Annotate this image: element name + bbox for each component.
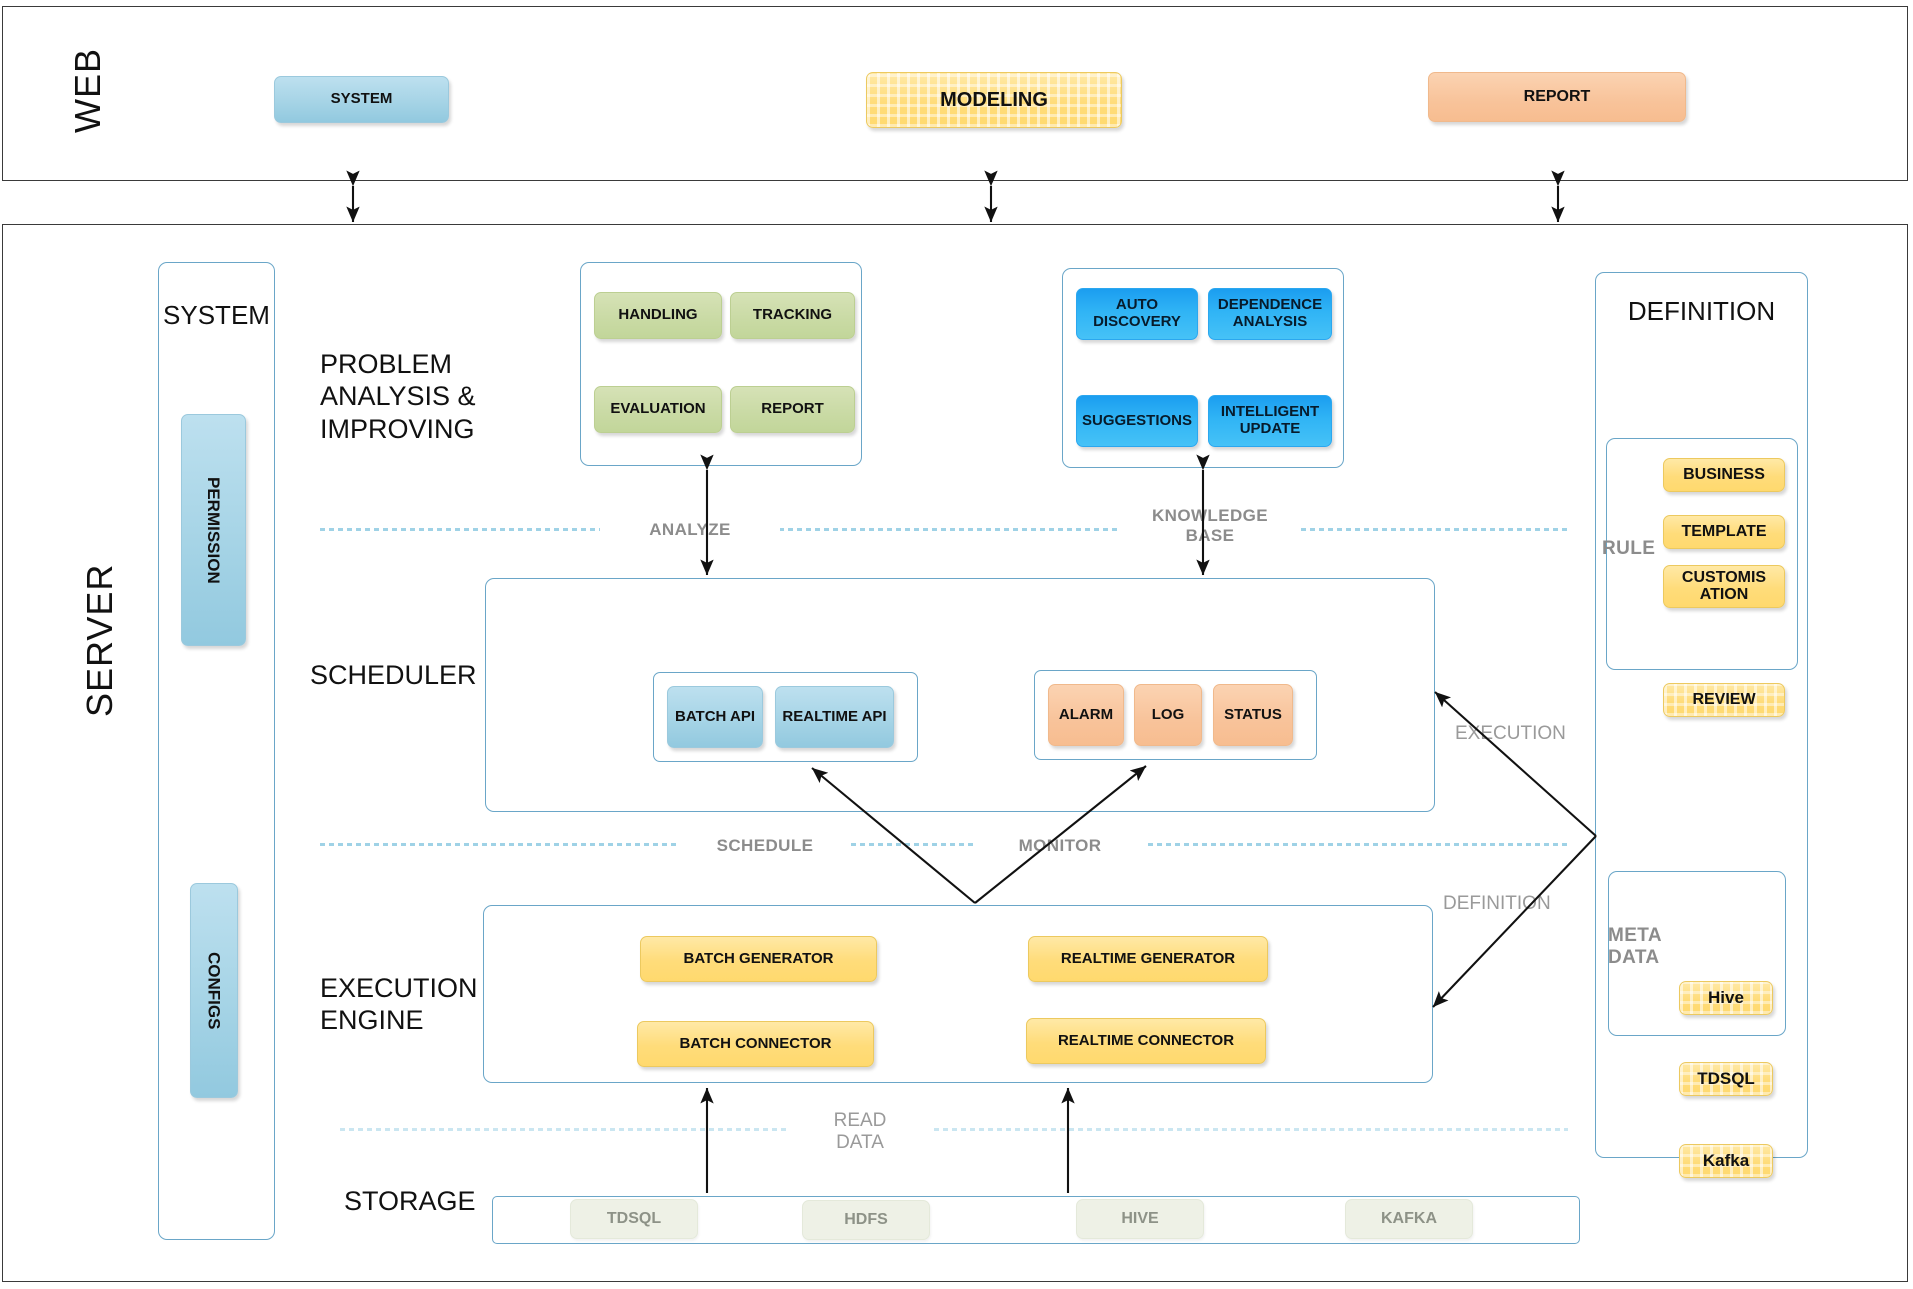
separator-schedule-monitor: [320, 843, 1568, 846]
engine-item-realtime-connector-label: REALTIME CONNECTOR: [1057, 1031, 1235, 1049]
scheduler-item-alarm[interactable]: ALARM: [1048, 684, 1124, 746]
scheduler-item-log-label: LOG: [1151, 705, 1185, 723]
engine-item-batch-connector[interactable]: BATCH CONNECTOR: [637, 1021, 874, 1067]
meta-item-hive[interactable]: Hive: [1679, 981, 1773, 1015]
knowledge-item-auto-discovery-label: AUTO DISCOVERY: [1093, 296, 1181, 330]
web-item-system[interactable]: SYSTEM: [274, 76, 449, 123]
knowledge-item-auto-discovery[interactable]: AUTO DISCOVERY: [1076, 288, 1198, 340]
engine-item-realtime-generator-label: REALTIME GENERATOR: [1060, 949, 1236, 967]
flow-label-schedule: SCHEDULE: [680, 836, 850, 856]
storage-item-kafka-label: KAFKA: [1381, 1210, 1437, 1228]
storage-item-kafka[interactable]: KAFKA: [1345, 1199, 1473, 1239]
rule-item-review[interactable]: REVIEW: [1663, 683, 1785, 717]
knowledge-item-suggestions-label: SUGGESTIONS: [1081, 411, 1193, 429]
scheduler-item-realtime-api[interactable]: REALTIME API: [775, 686, 894, 748]
scheduler-item-status[interactable]: STATUS: [1213, 684, 1293, 746]
section-label-problem-analysis: PROBLEM ANALYSIS & IMPROVING: [320, 349, 476, 444]
problem-item-handling-label: HANDLING: [618, 306, 698, 324]
engine-item-batch-generator-label: BATCH GENERATOR: [683, 949, 834, 967]
storage-item-hdfs-label: HDFS: [844, 1211, 888, 1229]
problem-item-report-label: REPORT: [761, 400, 824, 418]
storage-item-tdsql-label: TDSQL: [606, 1210, 662, 1228]
definition-panel-title: DEFINITION: [1627, 296, 1776, 326]
scheduler-item-log[interactable]: LOG: [1134, 684, 1202, 746]
web-item-report[interactable]: REPORT: [1428, 72, 1686, 122]
problem-item-evaluation[interactable]: EVALUATION: [594, 386, 722, 433]
problem-item-tracking-label: TRACKING: [752, 306, 833, 324]
system-item-configs-label: CONFIGS: [204, 951, 224, 1030]
rule-group-label: RULE: [1602, 538, 1656, 559]
flow-label-analyze: ANALYZE: [600, 520, 780, 540]
web-layer-label: WEB: [67, 48, 108, 134]
engine-item-realtime-connector[interactable]: REALTIME CONNECTOR: [1026, 1018, 1266, 1064]
system-item-permission[interactable]: PERMISSION: [181, 414, 246, 646]
storage-item-tdsql[interactable]: TDSQL: [570, 1199, 698, 1239]
scheduler-item-alarm-label: ALARM: [1058, 705, 1114, 723]
meta-item-kafka-label: Kafka: [1702, 1151, 1750, 1171]
scheduler-item-realtime-api-label: REALTIME API: [782, 707, 887, 725]
rule-item-business-label: BUSINESS: [1683, 466, 1765, 484]
separator-analyze: [320, 528, 1568, 531]
engine-item-batch-generator[interactable]: BATCH GENERATOR: [640, 936, 877, 982]
flow-label-read-data: READ DATA: [790, 1110, 930, 1154]
flow-label-definition: DEFINITION: [1443, 893, 1551, 914]
engine-item-batch-connector-label: BATCH CONNECTOR: [679, 1034, 832, 1052]
knowledge-item-dependence-analysis-label: DEPENDENCE ANALYSIS: [1217, 296, 1323, 330]
rule-item-customisation[interactable]: CUSTOMIS ATION: [1663, 565, 1785, 608]
execution-engine-panel: [483, 905, 1433, 1083]
section-label-scheduler: SCHEDULER: [310, 660, 477, 690]
meta-item-kafka[interactable]: Kafka: [1679, 1144, 1773, 1178]
knowledge-item-intelligent-update-label: INTELLIGENT UPDATE: [1220, 403, 1320, 437]
section-label-execution-engine: EXECUTION ENGINE: [320, 973, 478, 1036]
web-item-report-label: REPORT: [1523, 88, 1591, 106]
problem-item-handling[interactable]: HANDLING: [594, 292, 722, 339]
web-item-modeling[interactable]: MODELING: [866, 72, 1122, 128]
rule-item-business[interactable]: BUSINESS: [1663, 458, 1785, 492]
separator-read-data: [340, 1128, 1568, 1131]
flow-label-monitor: MONITOR: [975, 836, 1145, 856]
storage-item-hive-label: HIVE: [1121, 1210, 1159, 1228]
meta-data-group-label: META DATA: [1608, 925, 1663, 968]
knowledge-item-dependence-analysis[interactable]: DEPENDENCE ANALYSIS: [1208, 288, 1332, 340]
system-item-configs[interactable]: CONFIGS: [190, 883, 238, 1098]
server-layer-label: SERVER: [79, 563, 120, 717]
rule-item-review-label: REVIEW: [1692, 691, 1756, 709]
rule-item-customisation-label: CUSTOMIS ATION: [1681, 568, 1767, 603]
problem-item-report[interactable]: REPORT: [730, 386, 855, 433]
scheduler-item-status-label: STATUS: [1224, 705, 1282, 723]
scheduler-item-batch-api-label: BATCH API: [675, 707, 755, 725]
web-item-system-label: SYSTEM: [330, 90, 393, 108]
rule-item-template-label: TEMPLATE: [1681, 523, 1767, 541]
knowledge-item-suggestions[interactable]: SUGGESTIONS: [1076, 395, 1198, 447]
system-panel-title: SYSTEM: [163, 300, 270, 330]
rule-item-template[interactable]: TEMPLATE: [1663, 515, 1785, 549]
meta-item-hive-label: Hive: [1708, 988, 1744, 1008]
storage-item-hive[interactable]: HIVE: [1076, 1199, 1204, 1239]
storage-item-hdfs[interactable]: HDFS: [802, 1200, 930, 1240]
knowledge-item-intelligent-update[interactable]: INTELLIGENT UPDATE: [1208, 395, 1332, 447]
problem-item-tracking[interactable]: TRACKING: [730, 292, 855, 339]
flow-label-execution: EXECUTION: [1455, 723, 1566, 744]
engine-item-realtime-generator[interactable]: REALTIME GENERATOR: [1028, 936, 1268, 982]
problem-item-evaluation-label: EVALUATION: [610, 400, 706, 418]
system-item-permission-label: PERMISSION: [204, 476, 224, 584]
meta-item-tdsql[interactable]: TDSQL: [1679, 1062, 1773, 1096]
flow-label-knowledge-base: KNOWLEDGE BASE: [1120, 506, 1300, 546]
section-label-storage: STORAGE: [344, 1186, 476, 1216]
scheduler-item-batch-api[interactable]: BATCH API: [667, 686, 763, 748]
web-item-modeling-label: MODELING: [940, 88, 1048, 111]
meta-item-tdsql-label: TDSQL: [1697, 1069, 1755, 1089]
